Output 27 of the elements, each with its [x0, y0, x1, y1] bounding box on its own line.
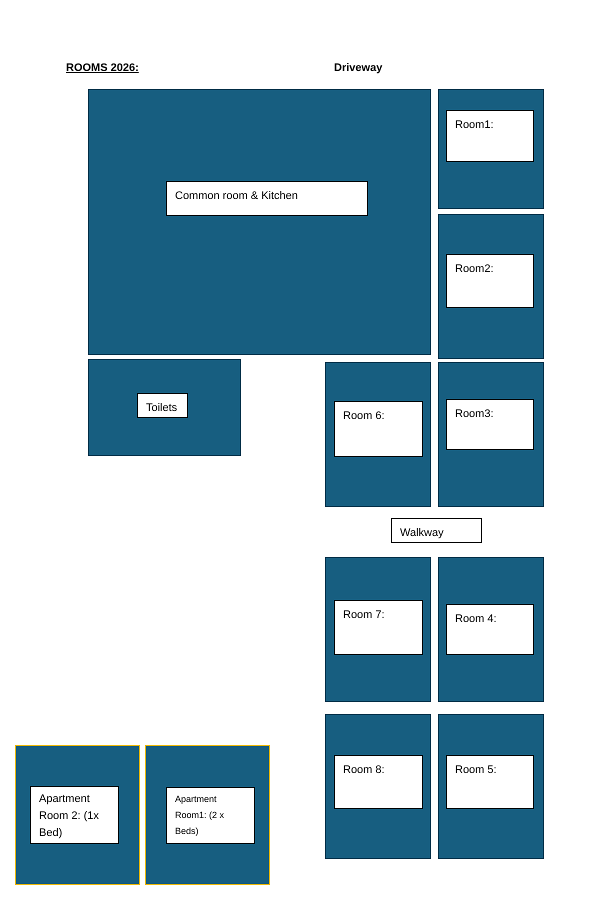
room-label-box: Room 5:	[446, 755, 534, 809]
room-area	[325, 557, 431, 702]
room-label-box: Common room & Kitchen	[166, 181, 368, 216]
room-area	[88, 89, 431, 355]
room-area	[325, 714, 431, 859]
room-label-box: Walkway	[391, 518, 482, 543]
room-label-box: Room2:	[446, 254, 534, 308]
title: ROOMS 2026:	[66, 61, 139, 76]
room-label-box: Room 6:	[334, 401, 423, 457]
room-label-box: Apartment Room1: (2 x Beds)	[166, 787, 255, 844]
room-label-box: Apartment Room 2: (1x Bed)	[30, 786, 119, 844]
room-label-box: Room 7:	[334, 600, 423, 655]
room-label-box: Room3:	[446, 399, 534, 450]
room-area	[88, 359, 241, 456]
room-area	[438, 557, 544, 702]
room-area	[438, 89, 544, 209]
room-area	[438, 714, 544, 859]
room-area	[438, 362, 544, 507]
room-label-box: Toilets	[137, 393, 188, 418]
room-area	[438, 214, 544, 359]
room-label-box: Room1:	[446, 110, 534, 162]
room-label-box: Room 8:	[334, 755, 423, 809]
room-label-box: Room 4:	[446, 604, 534, 655]
room-area	[145, 745, 270, 885]
area-label: Driveway	[334, 61, 382, 76]
room-area	[15, 745, 140, 885]
room-area	[325, 362, 431, 507]
